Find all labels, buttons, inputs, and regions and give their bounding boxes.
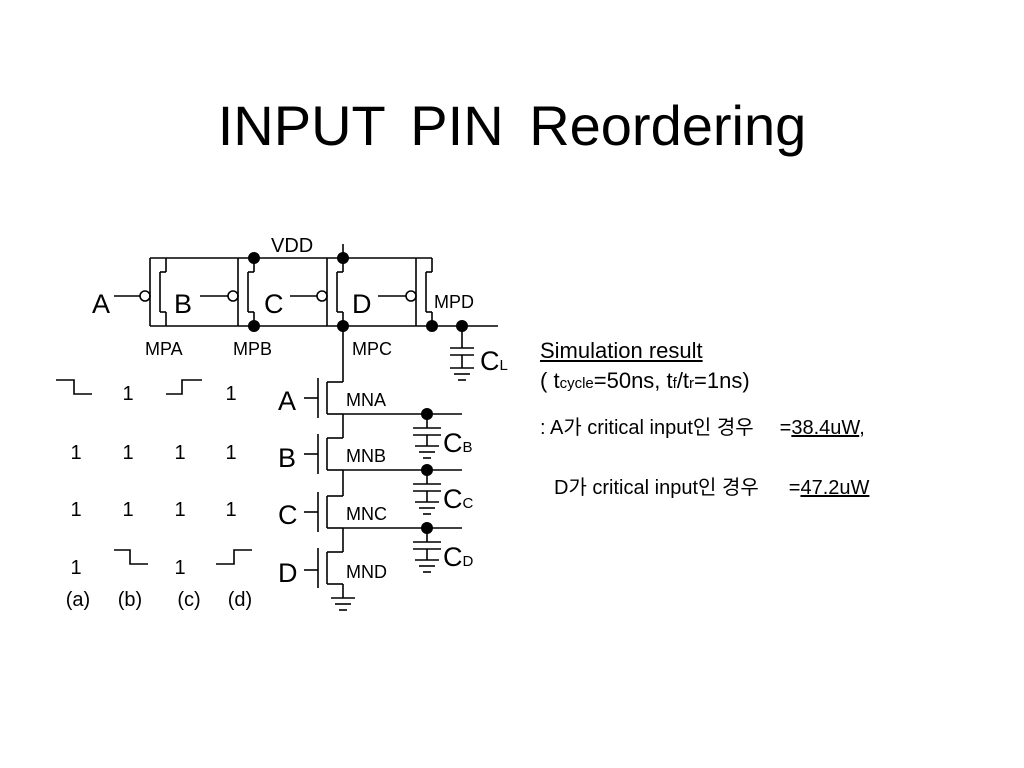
junction-dot xyxy=(337,320,349,332)
capacitor-cb xyxy=(413,414,441,459)
table-cell: 1 xyxy=(122,499,133,521)
pmos-mpc xyxy=(290,258,344,326)
table-cell: 1 xyxy=(225,383,236,405)
junction-dot xyxy=(337,252,349,264)
nmos-name-mnc: MNC xyxy=(346,504,387,524)
simulation-params: ( tcycle=50ns, tf/tr=1ns) xyxy=(540,368,750,393)
table-cell: 1 xyxy=(70,499,81,521)
page-title: INPUT PIN Reordering xyxy=(217,94,807,157)
junction-dot xyxy=(421,522,433,534)
junction-dot xyxy=(248,252,260,264)
junction-dot xyxy=(426,320,438,332)
table-cell: 1 xyxy=(225,499,236,521)
junction-dot xyxy=(248,320,260,332)
nmos-input-d: D xyxy=(278,558,298,588)
pmos-mpb xyxy=(200,258,255,326)
load-cap-label: CL xyxy=(480,346,508,376)
pmos-input-b: B xyxy=(174,289,192,319)
junction-dot xyxy=(456,320,468,332)
node-cap-cd-label: CD xyxy=(443,542,474,572)
junction-dot xyxy=(421,464,433,476)
nmos-input-c: C xyxy=(278,500,298,530)
table-header-c: (c) xyxy=(177,589,200,611)
nmos-name-mna: MNA xyxy=(346,390,386,410)
table-cell: 1 xyxy=(174,499,185,521)
pmos-name-mpa: MPA xyxy=(145,339,183,359)
nmos-mnc xyxy=(304,492,343,532)
nmos-input-b: B xyxy=(278,443,296,473)
waveform-falling xyxy=(114,549,148,565)
table-cell: 1 xyxy=(174,557,185,579)
nmos-name-mnd: MND xyxy=(346,562,387,582)
table-header-a: (a) xyxy=(66,589,90,611)
waveform-rising xyxy=(216,549,252,565)
table-cell: 1 xyxy=(225,442,236,464)
nmos-mnd xyxy=(304,548,343,588)
result-line-a: : A가 critical input인 경우=38.4uW, xyxy=(540,417,865,439)
pmos-input-d: D xyxy=(352,289,372,319)
junction-dot xyxy=(421,408,433,420)
pmos-name-mpd: MPD xyxy=(434,292,474,312)
pmos-mpa xyxy=(114,258,167,326)
simulation-heading: Simulation result xyxy=(540,338,703,363)
table-cell: 1 xyxy=(122,383,133,405)
simulation-panel: Simulation result ( tcycle=50ns, tf/tr=1… xyxy=(540,336,869,503)
table-header-b: (b) xyxy=(118,589,142,611)
node-cap-cb-label: CB xyxy=(443,428,473,458)
table-cell: 1 xyxy=(174,442,185,464)
pmos-input-a: A xyxy=(92,289,110,319)
nmos-input-a: A xyxy=(278,386,296,416)
nmos-mnb xyxy=(304,434,343,474)
table-cell: 1 xyxy=(70,557,81,579)
node-cap-cc-label: CC xyxy=(443,484,474,514)
nmos-name-mnb: MNB xyxy=(346,446,386,466)
pmos-input-c: C xyxy=(264,289,284,319)
result-line-d: D가 critical input인 경우=47.2uW xyxy=(554,477,870,499)
nmos-mna xyxy=(304,378,343,418)
pmos-name-mpc: MPC xyxy=(352,339,392,359)
pmos-mpd xyxy=(378,258,433,326)
vdd-label: VDD xyxy=(271,235,313,257)
capacitor-cc xyxy=(413,470,441,515)
capacitor-cd xyxy=(413,528,441,573)
table-cell: 1 xyxy=(122,442,133,464)
waveform-falling xyxy=(56,379,92,395)
pmos-name-mpb: MPB xyxy=(233,339,272,359)
table-cell: 1 xyxy=(70,442,81,464)
table-header-d: (d) xyxy=(228,589,252,611)
waveform-rising xyxy=(166,379,202,395)
